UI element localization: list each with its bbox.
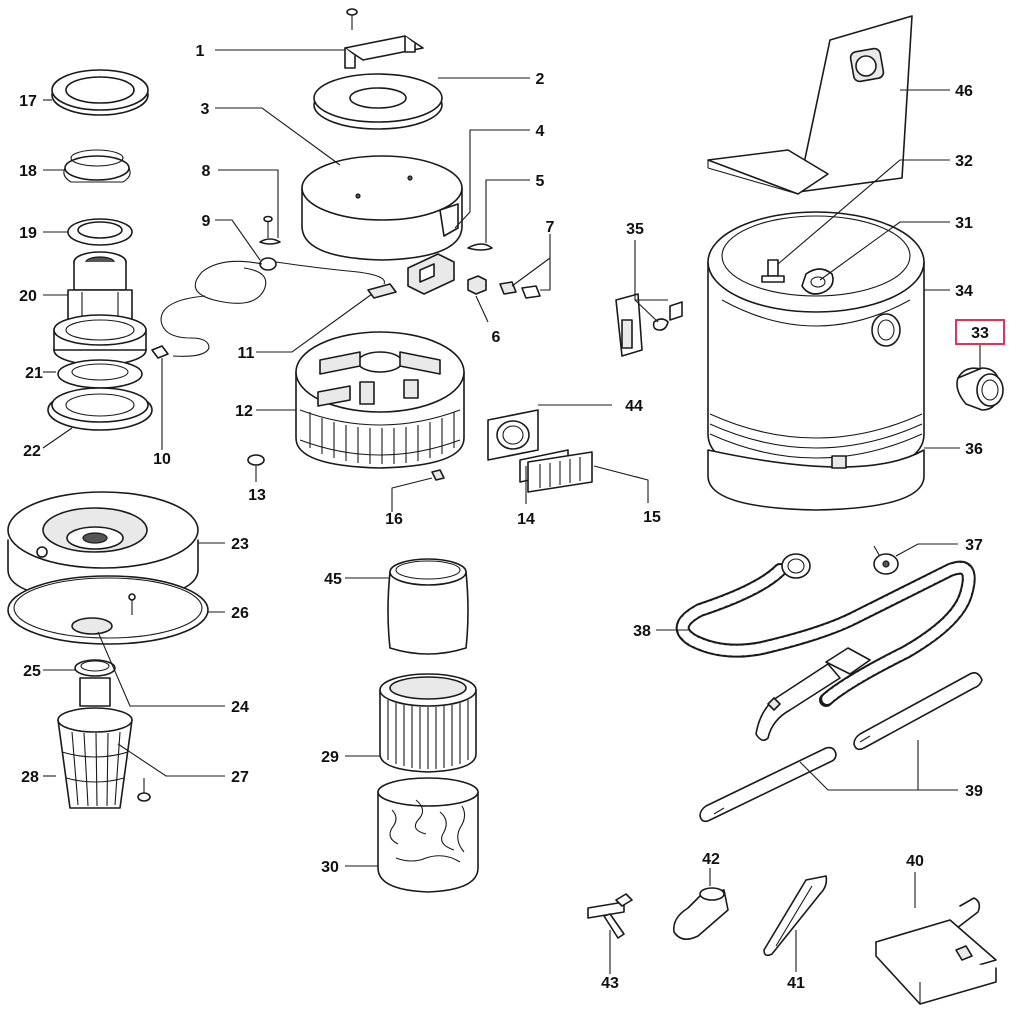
callout-39: 39	[965, 783, 983, 800]
callout-28: 28	[21, 769, 39, 786]
callout-23: 23	[231, 536, 249, 553]
callout-18: 18	[19, 163, 37, 180]
part-1-handle	[344, 8, 424, 69]
part-20-motor	[67, 251, 133, 321]
callout-1: 1	[196, 43, 205, 60]
callout-33: 33	[971, 325, 989, 342]
callout-44: 44	[625, 398, 643, 415]
callout-36: 36	[965, 441, 983, 458]
callout-27: 27	[231, 769, 249, 786]
part-9-cable-grommet	[259, 257, 277, 271]
callout-31: 31	[955, 215, 973, 232]
callout-35: 35	[626, 221, 644, 238]
part-22-base-ring	[47, 387, 153, 431]
part-10-power-cord	[151, 260, 386, 359]
part-29-cartridge-filter	[379, 673, 477, 773]
callout-21: 21	[25, 365, 43, 382]
part-17-gasket-ring	[51, 69, 149, 116]
part-4-switch	[407, 253, 455, 295]
part-15-grille	[527, 451, 593, 493]
part-31-clamp	[801, 268, 834, 295]
part-12-impeller-housing	[295, 331, 465, 469]
callout-5: 5	[536, 173, 545, 190]
callout-41: 41	[787, 975, 805, 992]
callout-24: 24	[231, 699, 249, 716]
callout-11: 11	[238, 345, 255, 362]
callout-19: 19	[19, 225, 37, 242]
part-36-tank-base	[707, 449, 925, 511]
callout-17: 17	[19, 93, 37, 110]
callout-46: 46	[955, 83, 973, 100]
part-26-gasket-flat	[7, 575, 209, 645]
part-43-upholstery-tool	[587, 893, 633, 939]
part-5-switch-clip	[467, 243, 493, 251]
part-7-contacts	[499, 281, 541, 299]
callout-labels: 1 2 3 4 5 6 7 8 9 10 11 12 13 14 15 16 1…	[19, 43, 989, 992]
callout-20: 20	[19, 288, 37, 305]
callout-4: 4	[536, 123, 545, 140]
callout-3: 3	[201, 101, 210, 118]
part-27-screw	[137, 778, 151, 802]
highlight-box-33	[955, 319, 1005, 345]
part-30-filter-bag	[377, 777, 479, 893]
part-39-extension-tubes	[699, 672, 983, 823]
part-16-clip	[431, 469, 445, 481]
part-44-outlet-flange	[487, 409, 539, 461]
part-11-terminal	[367, 283, 397, 299]
part-18-clamp-ring	[63, 149, 131, 183]
part-33-hose-inlet	[956, 367, 1004, 411]
part-19-seal-ring	[67, 218, 133, 246]
callout-6: 6	[492, 329, 501, 346]
callout-13: 13	[248, 487, 266, 504]
callout-45: 45	[324, 571, 342, 588]
part-24-disc-filter	[71, 617, 113, 635]
callout-29: 29	[321, 749, 339, 766]
part-42-round-brush	[672, 887, 729, 940]
callout-40: 40	[906, 853, 924, 870]
callout-15: 15	[643, 509, 661, 526]
part-2-top-ring	[313, 73, 443, 130]
callout-10: 10	[153, 451, 171, 468]
callout-14: 14	[517, 511, 535, 528]
part-28-float-cage	[57, 677, 133, 809]
part-3-head-cover	[301, 155, 463, 261]
part-40-floor-nozzle	[875, 897, 997, 1005]
callout-42: 42	[702, 851, 720, 868]
callout-9: 9	[202, 213, 211, 230]
part-6-contact	[467, 275, 487, 295]
leader-lines	[42, 49, 981, 974]
part-34-tank	[707, 211, 925, 477]
part-35-clip-set	[615, 293, 683, 357]
part-13-plug	[247, 454, 265, 466]
part-46-bag-holder	[707, 15, 913, 195]
callout-25: 25	[23, 663, 41, 680]
part-25-float-cap	[74, 659, 116, 677]
callout-30: 30	[321, 859, 339, 876]
callout-34: 34	[955, 283, 973, 300]
callout-8: 8	[202, 163, 211, 180]
part-21-fan-housing	[53, 314, 147, 389]
callout-37: 37	[965, 537, 983, 554]
callout-12: 12	[235, 403, 253, 420]
part-32-latch	[761, 259, 785, 283]
callout-16: 16	[385, 511, 403, 528]
callout-22: 22	[23, 443, 41, 460]
part-41-crevice-tool	[763, 875, 828, 957]
callout-38: 38	[633, 623, 651, 640]
callout-43: 43	[601, 975, 619, 992]
part-37-hose-cuff	[873, 545, 899, 575]
callout-7: 7	[546, 219, 555, 236]
part-8-screw-clamp	[259, 215, 281, 245]
callout-2: 2	[536, 71, 545, 88]
part-38-hose	[675, 553, 976, 742]
callout-32: 32	[955, 153, 973, 170]
callout-26: 26	[231, 605, 249, 622]
part-45-foam-filter	[387, 558, 469, 655]
